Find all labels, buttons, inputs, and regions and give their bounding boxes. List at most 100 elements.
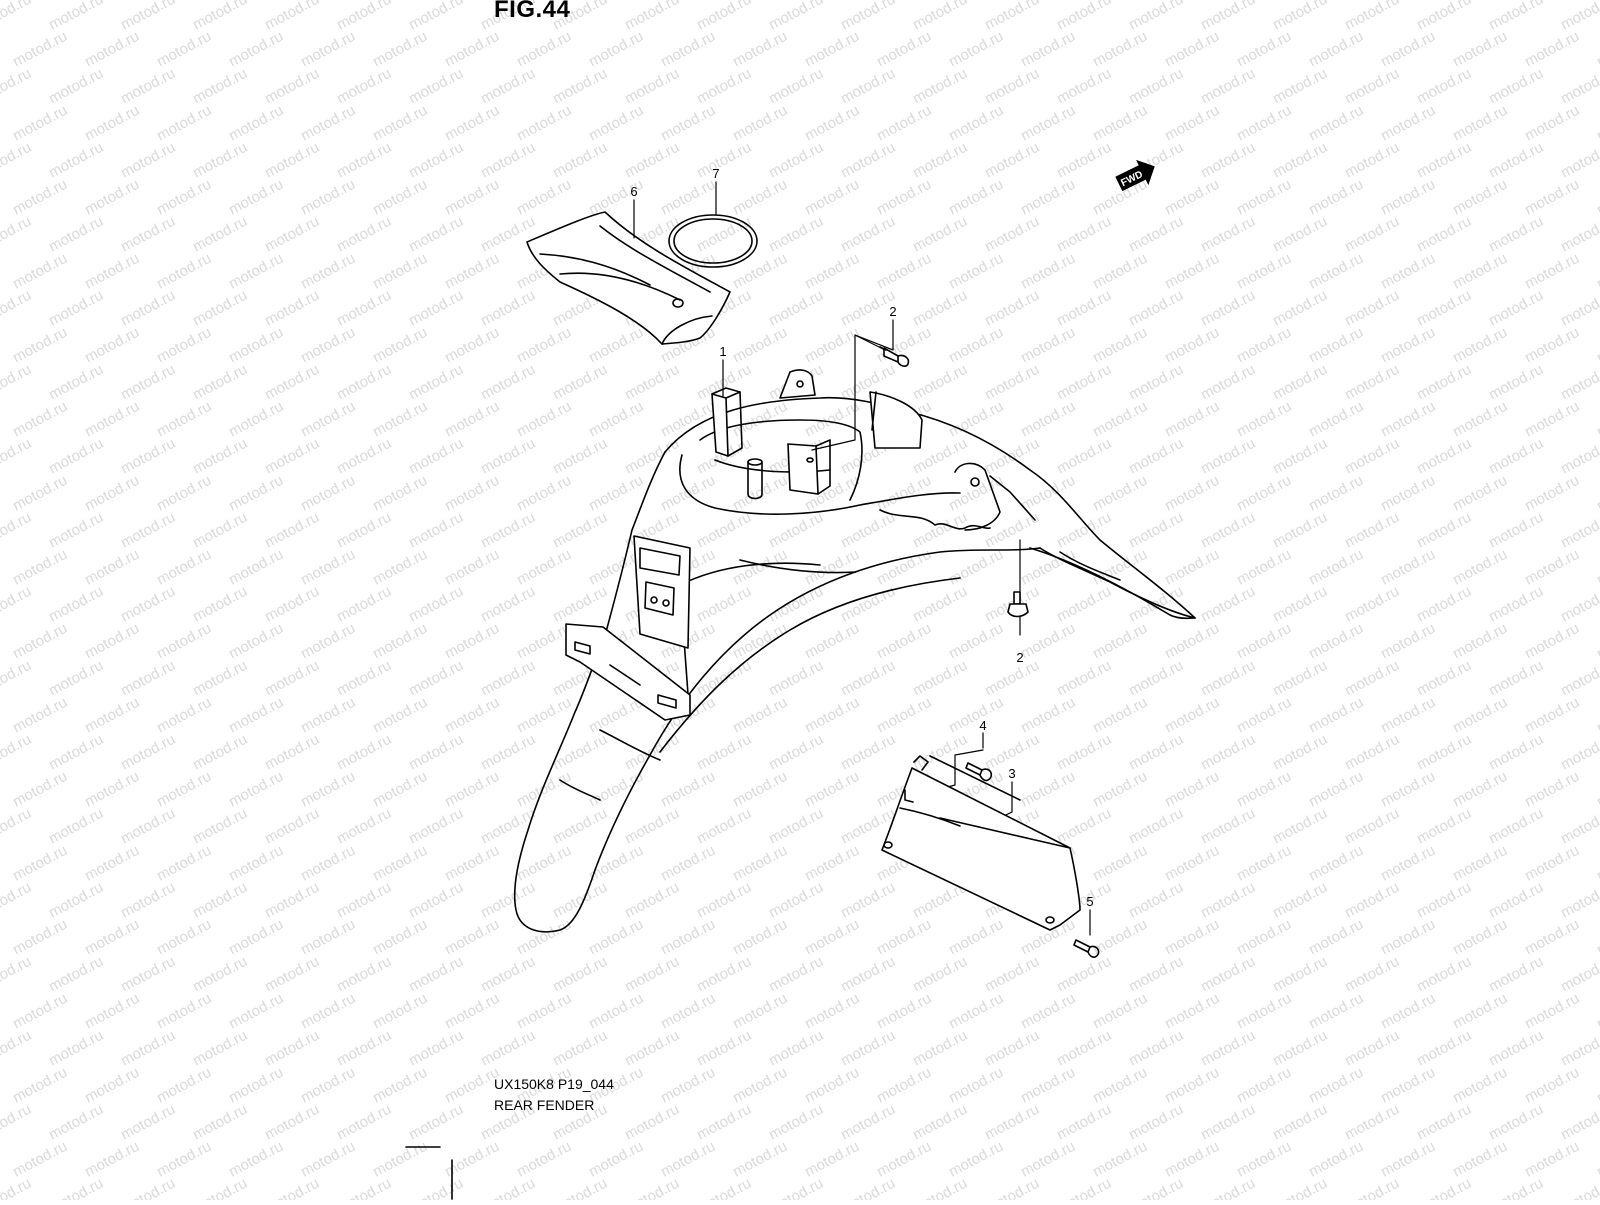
callout-3: 3 [1008,766,1015,781]
watermark-text: motod.ru [1018,768,1078,811]
watermark-text: motod.ru [298,694,358,737]
watermark-text: motod.ru [550,805,610,848]
watermark-text: motod.ru [1378,990,1438,1033]
watermark-text: motod.ru [262,0,322,34]
model-code-caption: UX150K8 P19_044 [494,1076,614,1092]
watermark-text: motod.ru [1414,213,1474,256]
watermark-text: motod.ru [1594,472,1600,515]
watermark-text: motod.ru [802,324,862,367]
watermark-text: motod.ru [550,361,610,404]
watermark-text: motod.ru [1450,768,1510,811]
watermark-text: motod.ru [1522,102,1582,145]
watermark-text: motod.ru [802,250,862,293]
watermark-text: motod.ru [190,805,250,848]
watermark-text: motod.ru [370,768,430,811]
watermark-text: motod.ru [118,361,178,404]
watermark-text: motod.ru [874,694,934,737]
watermark-text: motod.ru [298,990,358,1033]
watermark-text: motod.ru [1090,1064,1150,1107]
watermark-text: motod.ru [226,102,286,145]
watermark-text: motod.ru [226,990,286,1033]
watermark-text: motod.ru [1234,1064,1294,1107]
watermark-text: motod.ru [334,953,394,996]
watermark-text: motod.ru [298,1138,358,1181]
watermark-text: motod.ru [1198,509,1258,552]
callout-4: 4 [979,718,986,733]
watermark-text: motod.ru [226,694,286,737]
watermark-text: motod.ru [46,139,106,182]
watermark-text: motod.ru [82,694,142,737]
watermark-text: motod.ru [442,1138,502,1181]
watermark-text: motod.ru [766,287,826,330]
watermark-text: motod.ru [586,102,646,145]
watermark-text: motod.ru [622,879,682,922]
watermark-text: motod.ru [1558,509,1600,552]
watermark-text: motod.ru [658,1064,718,1107]
watermark-text: motod.ru [154,398,214,441]
watermark-text: motod.ru [1486,1101,1546,1144]
watermark-text: motod.ru [154,694,214,737]
watermark-text: motod.ru [0,1175,34,1200]
watermark-text: motod.ru [370,990,430,1033]
watermark-text: motod.ru [82,102,142,145]
watermark-text: motod.ru [1414,139,1474,182]
watermark-text: motod.ru [1486,361,1546,404]
watermark-text: motod.ru [478,287,538,330]
watermark-text: motod.ru [190,65,250,108]
watermark-text: motod.ru [694,1175,754,1200]
watermark-text: motod.ru [1018,28,1078,71]
watermark-text: motod.ru [1414,361,1474,404]
watermark-text: motod.ru [10,990,70,1033]
watermark-text: motod.ru [1126,509,1186,552]
watermark-text: motod.ru [442,176,502,219]
watermark-text: motod.ru [1018,398,1078,441]
watermark-text: motod.ru [0,879,34,922]
watermark-text: motod.ru [1054,435,1114,478]
watermark-text: motod.ru [118,65,178,108]
watermark-text: motod.ru [946,1138,1006,1181]
watermark-text: motod.ru [1486,287,1546,330]
watermark-text: motod.ru [1450,990,1510,1033]
watermark-text: motod.ru [1378,620,1438,663]
watermark-text: motod.ru [1270,139,1330,182]
watermark-text: motod.ru [1522,28,1582,71]
watermark-text: motod.ru [1342,213,1402,256]
watermark-text: motod.ru [82,176,142,219]
watermark-text: motod.ru [838,65,898,108]
watermark-text: motod.ru [1090,842,1150,885]
watermark-text: motod.ru [946,1064,1006,1107]
watermark-text: motod.ru [1162,842,1222,885]
watermark-text: motod.ru [622,1027,682,1070]
watermark-text: motod.ru [910,953,970,996]
watermark-text: motod.ru [694,731,754,774]
watermark-text: motod.ru [586,1138,646,1181]
watermark-text: motod.ru [1234,472,1294,515]
watermark-text: motod.ru [586,768,646,811]
watermark-text: motod.ru [298,620,358,663]
watermark-text: motod.ru [10,28,70,71]
watermark-text: motod.ru [550,953,610,996]
watermark-text: motod.ru [82,1064,142,1107]
watermark-text: motod.ru [1378,1138,1438,1181]
callout-1: 1 [719,344,726,359]
callout-7: 7 [712,166,719,181]
watermark-text: motod.ru [334,361,394,404]
watermark-text: motod.ru [1090,620,1150,663]
watermark-text: motod.ru [766,1175,826,1200]
watermark-text: motod.ru [1378,250,1438,293]
watermark-text: motod.ru [226,398,286,441]
watermark-text: motod.ru [1594,1064,1600,1107]
watermark-text: motod.ru [1594,694,1600,737]
watermark-text: motod.ru [82,324,142,367]
watermark-text: motod.ru [10,694,70,737]
watermark-text: motod.ru [1594,176,1600,219]
watermark-text: motod.ru [406,287,466,330]
watermark-text: motod.ru [1450,324,1510,367]
watermark-text: motod.ru [802,694,862,737]
watermark-text: motod.ru [1198,953,1258,996]
watermark-text: motod.ru [1414,1101,1474,1144]
watermark-text: motod.ru [838,657,898,700]
watermark-text: motod.ru [118,213,178,256]
watermark-text: motod.ru [802,1064,862,1107]
part-1-rear-fender [513,369,1196,933]
